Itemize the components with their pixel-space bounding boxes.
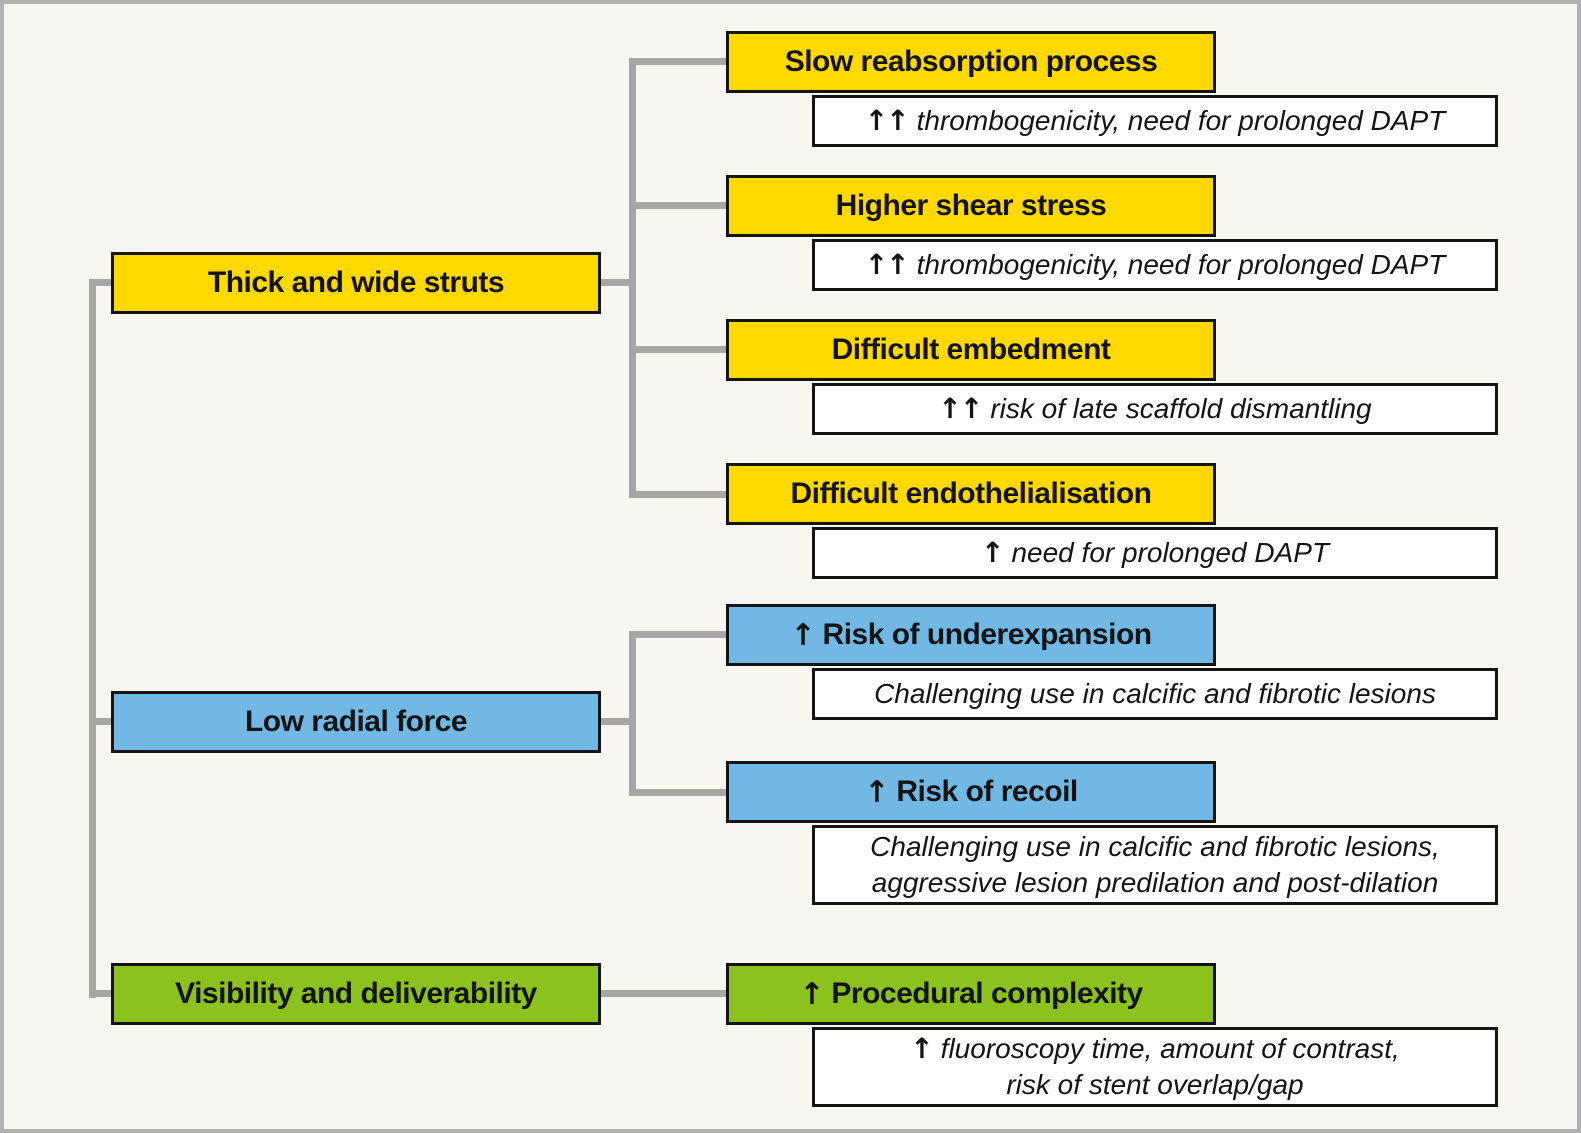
- up-arrow-icon: ↑: [799, 976, 824, 1012]
- note-box-slow-reabsorption: ↑↑thrombogenicity, need for prolonged DA…: [812, 95, 1498, 147]
- note-box-difficult-embedment: ↑↑risk of late scaffold dismantling: [812, 383, 1498, 435]
- connector-branch-recoil: [629, 789, 729, 796]
- title-label: Higher shear stress: [835, 189, 1107, 222]
- up-arrow-icon: ↑: [864, 774, 889, 810]
- title-box-higher-shear-stress: Higher shear stress: [726, 175, 1216, 237]
- title-box-difficult-endothelialisation: Difficult endothelialisation: [726, 463, 1216, 525]
- up-arrow-icon: ↑: [981, 536, 1005, 569]
- note-box-higher-shear-stress: ↑↑thrombogenicity, need for prolonged DA…: [812, 239, 1498, 291]
- note-text: Challenging use in calcific and fibrotic…: [870, 831, 1440, 862]
- connector-branch-difficult-endothelialisation: [629, 491, 729, 498]
- note-text: thrombogenicity, need for prolonged DAPT: [916, 105, 1446, 136]
- note-box-difficult-endothelialisation: ↑need for prolonged DAPT: [812, 527, 1498, 579]
- connector-branch-higher-shear: [629, 202, 729, 209]
- category-box-low-radial-force: Low radial force: [111, 691, 601, 753]
- category-label: Visibility and deliverability: [175, 977, 537, 1010]
- title-label: Risk of underexpansion: [822, 618, 1153, 651]
- connector-branch-underexpansion: [629, 631, 729, 638]
- title-label: Risk of recoil: [896, 775, 1078, 808]
- connector-thick-to-trunk: [594, 279, 636, 286]
- category-box-thick-and-wide-struts: Thick and wide struts: [111, 252, 601, 314]
- title-box-risk-of-recoil: ↑ Risk of recoil: [726, 761, 1216, 823]
- note-text: risk of late scaffold dismantling: [990, 393, 1372, 424]
- note-text: need for prolonged DAPT: [1011, 537, 1329, 568]
- title-box-slow-reabsorption-process: Slow reabsorption process: [726, 31, 1216, 93]
- note-text: fluoroscopy time, amount of contrast,: [940, 1033, 1400, 1064]
- note-box-risk-of-recoil: Challenging use in calcific and fibrotic…: [812, 825, 1498, 905]
- connector-stub-low-radial: [89, 718, 119, 725]
- connector-branch-difficult-embedment: [629, 346, 729, 353]
- up-arrow-icon: ↑: [910, 1032, 934, 1065]
- title-box-difficult-embedment: Difficult embedment: [726, 319, 1216, 381]
- connector-low-radial-to-trunk: [594, 718, 636, 725]
- note-box-procedural-complexity: ↑fluoroscopy time, amount of contrast, r…: [812, 1027, 1498, 1107]
- connector-stub-thick-struts: [89, 279, 119, 286]
- category-label: Thick and wide struts: [207, 266, 505, 299]
- note-text-line2: risk of stent overlap/gap: [1006, 1069, 1304, 1100]
- note-text-line2: aggressive lesion predilation and post-d…: [871, 867, 1439, 898]
- connector-branch-slow-reabsorption: [629, 58, 729, 65]
- note-text: thrombogenicity, need for prolonged DAPT: [916, 249, 1446, 280]
- connector-trunk-yellow: [629, 58, 636, 498]
- connector-stub-visibility: [89, 990, 119, 997]
- title-label: Slow reabsorption process: [784, 45, 1158, 78]
- double-up-arrow-icon: ↑↑: [864, 248, 910, 281]
- up-arrow-icon: ↑: [790, 617, 815, 653]
- note-text: Challenging use in calcific and fibrotic…: [874, 678, 1436, 709]
- category-box-visibility-and-deliverability: Visibility and deliverability: [111, 963, 601, 1025]
- category-label: Low radial force: [244, 705, 468, 738]
- title-label: Procedural complexity: [831, 977, 1143, 1010]
- double-up-arrow-icon: ↑↑: [864, 104, 910, 137]
- connector-trunk-blue: [629, 631, 636, 796]
- note-box-risk-of-underexpansion: Challenging use in calcific and fibrotic…: [812, 668, 1498, 720]
- title-label: Difficult endothelialisation: [790, 477, 1152, 510]
- connector-visibility-to-procedural: [594, 990, 729, 997]
- title-box-risk-of-underexpansion: ↑ Risk of underexpansion: [726, 604, 1216, 666]
- title-box-procedural-complexity: ↑ Procedural complexity: [726, 963, 1216, 1025]
- connector-trunk-left: [89, 280, 96, 998]
- double-up-arrow-icon: ↑↑: [938, 392, 983, 425]
- title-label: Difficult embedment: [831, 333, 1111, 366]
